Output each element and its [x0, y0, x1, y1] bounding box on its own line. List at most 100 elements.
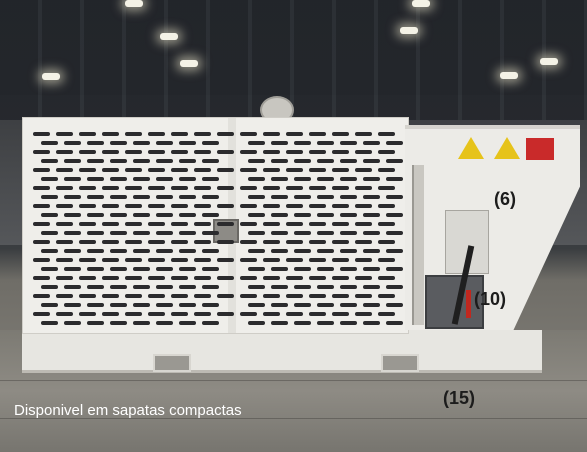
- cage-slot: [156, 177, 173, 181]
- cage-slot: [64, 141, 81, 145]
- cage-slot: [125, 186, 142, 190]
- cage-slot: [33, 150, 50, 154]
- cage-slot: [355, 186, 372, 190]
- cage-slot: [102, 186, 119, 190]
- cage-slot: [286, 168, 303, 172]
- cage-slot: [378, 222, 395, 226]
- cage-slot: [240, 240, 257, 244]
- cage-slot: [286, 222, 303, 226]
- callout-15: (15): [443, 388, 476, 408]
- cage-slot: [286, 276, 303, 280]
- cage-slot: [125, 294, 142, 298]
- cage-slot: [125, 150, 142, 154]
- cage-slot: [317, 249, 334, 253]
- cage-slot: [64, 321, 81, 325]
- cage-slot: [317, 177, 334, 181]
- cage-slot: [171, 258, 188, 262]
- cage-slot: [110, 195, 127, 199]
- cage-slot: [202, 231, 219, 235]
- cage-slot: [148, 168, 165, 172]
- cage-slot: [87, 195, 104, 199]
- cage-slot: [263, 132, 280, 136]
- cage-slot: [217, 204, 234, 208]
- cage-slot: [386, 195, 403, 199]
- cage-slot: [317, 321, 334, 325]
- cage-slot: [64, 213, 81, 217]
- cage-slot: [240, 204, 257, 208]
- cage-slot: [171, 294, 188, 298]
- cage-slot: [355, 204, 372, 208]
- cage-slot: [33, 222, 50, 226]
- cage-slot: [64, 303, 81, 307]
- cage-slot: [56, 132, 73, 136]
- cage-slot: [309, 258, 326, 262]
- cage-slot: [148, 150, 165, 154]
- cage-slot: [363, 195, 380, 199]
- cage-slot: [378, 276, 395, 280]
- cage-slot: [110, 231, 127, 235]
- cage-slot: [133, 159, 150, 163]
- red-lever: [466, 290, 471, 318]
- cage-slot: [286, 132, 303, 136]
- cage-slot: [33, 240, 50, 244]
- cage-slot: [125, 168, 142, 172]
- cage-slot: [217, 312, 234, 316]
- cage-slot: [148, 294, 165, 298]
- cage-slot: [202, 141, 219, 145]
- hopper-rim: [405, 125, 580, 129]
- cage-slot: [286, 186, 303, 190]
- cage-slot: [378, 186, 395, 190]
- cage-slot: [110, 159, 127, 163]
- cage-slot: [41, 231, 58, 235]
- cage-slot: [87, 159, 104, 163]
- cage-slot: [133, 195, 150, 199]
- cage-slot: [79, 222, 96, 226]
- cage-slot: [194, 312, 211, 316]
- cage-slot: [133, 249, 150, 253]
- cage-slot: [56, 150, 73, 154]
- cage-slot: [263, 168, 280, 172]
- cage-slot: [202, 249, 219, 253]
- cage-slot: [125, 312, 142, 316]
- cage-slot: [110, 249, 127, 253]
- cage-slot: [332, 258, 349, 262]
- cage-slot: [248, 177, 265, 181]
- cage-slot: [271, 231, 288, 235]
- cage-slot: [386, 231, 403, 235]
- cage-slot: [33, 168, 50, 172]
- cage-slot: [202, 321, 219, 325]
- cage-slot: [179, 321, 196, 325]
- callout-10: (10): [474, 289, 507, 309]
- cage-slot: [79, 276, 96, 280]
- cage-slot: [248, 159, 265, 163]
- cage-slot: [87, 267, 104, 271]
- cage-slot: [179, 195, 196, 199]
- cage-slot: [156, 231, 173, 235]
- ceiling-light: [412, 0, 430, 7]
- cage-slot: [294, 195, 311, 199]
- cage-slot: [171, 132, 188, 136]
- cage-slot: [202, 159, 219, 163]
- cage-slot: [79, 258, 96, 262]
- cage-slot: [64, 159, 81, 163]
- cage-slot: [202, 303, 219, 307]
- cage-slot: [355, 294, 372, 298]
- cage-slot: [110, 321, 127, 325]
- cage-slot: [194, 132, 211, 136]
- cage-slot: [363, 177, 380, 181]
- cage-slot: [79, 132, 96, 136]
- cage-slot: [378, 168, 395, 172]
- cage-slot: [378, 258, 395, 262]
- cage-slot: [56, 240, 73, 244]
- cage-slot: [179, 177, 196, 181]
- cage-slot: [309, 204, 326, 208]
- cage-slot: [64, 285, 81, 289]
- cage-slot: [286, 240, 303, 244]
- cage-slot: [317, 285, 334, 289]
- ceiling-light: [180, 60, 198, 67]
- cage-slot: [102, 204, 119, 208]
- floor-seam: [0, 380, 587, 381]
- cage-slot: [271, 249, 288, 253]
- warehouse-ceiling: [0, 0, 587, 120]
